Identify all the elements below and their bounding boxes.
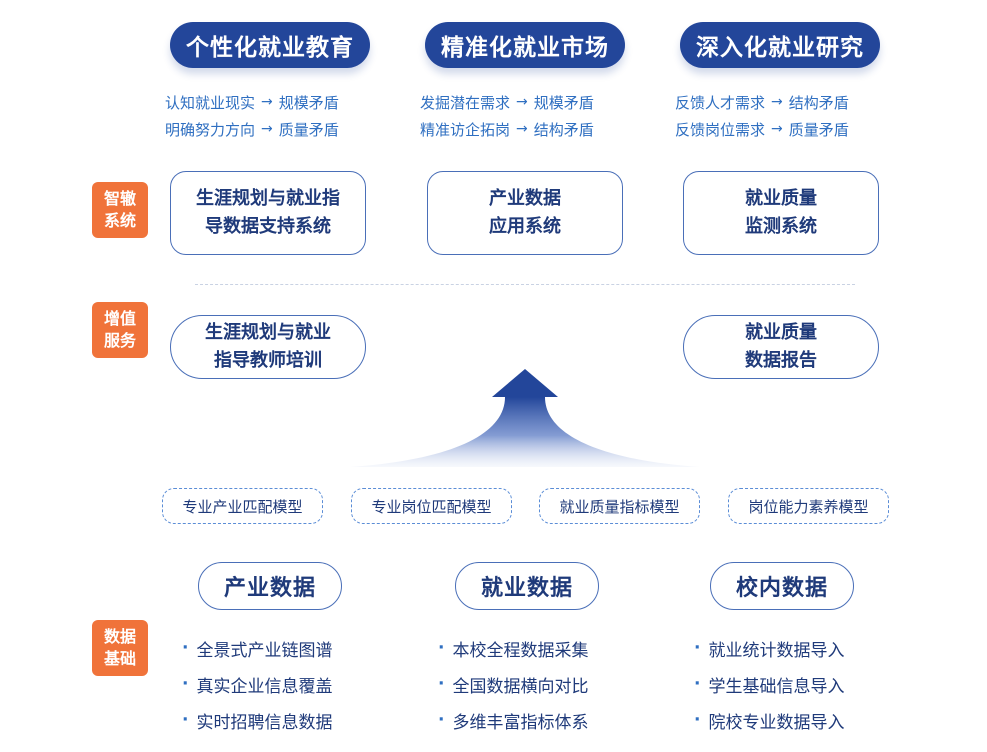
data-list-item: · 学生基础信息导入: [694, 671, 844, 697]
requirement-line: 认知就业现实 → 规模矛盾: [165, 90, 339, 114]
goal-pill-label: 个性化就业教育: [186, 35, 354, 61]
requirement-to: 结构矛盾: [788, 93, 849, 112]
requirement-line: 明确努力方向 → 质量矛盾: [165, 117, 339, 141]
data-list-item: · 全国数据横向对比: [438, 671, 588, 697]
model-box: 专业岗位匹配模型: [351, 488, 512, 524]
bullet-icon: ·: [438, 710, 445, 730]
bullet-icon: ·: [182, 638, 189, 658]
data-pill-industry: 产业数据: [198, 562, 342, 610]
requirement-from: 认知就业现实: [165, 93, 256, 112]
goal-pill-education: 个性化就业教育: [170, 22, 370, 68]
bullet-icon: ·: [182, 710, 189, 730]
data-list-item: · 院校专业数据导入: [694, 707, 844, 733]
requirement-to: 规模矛盾: [533, 93, 594, 112]
right-arrow-icon: →: [516, 94, 528, 110]
requirement-line: 发掘潜在需求 → 规模矛盾: [420, 90, 594, 114]
requirement-from: 发掘潜在需求: [420, 93, 511, 112]
system-box-career: 生涯规划与就业指 导数据支持系统: [170, 171, 366, 255]
requirement-from: 反馈人才需求: [675, 93, 766, 112]
requirement-to: 结构矛盾: [533, 120, 594, 139]
data-list-item: · 本校全程数据采集: [438, 635, 588, 661]
requirement-line: 反馈岗位需求 → 质量矛盾: [675, 117, 849, 141]
model-box: 岗位能力素养模型: [728, 488, 889, 524]
goal-pill-research: 深入化就业研究: [680, 22, 880, 68]
side-tag-service: 增值 服务: [92, 302, 148, 358]
side-tag-data: 数据 基础: [92, 620, 148, 676]
goal-pill-label: 深入化就业研究: [696, 35, 864, 61]
requirement-line: 反馈人才需求 → 结构矛盾: [675, 90, 849, 114]
right-arrow-icon: →: [771, 94, 783, 110]
right-arrow-icon: →: [261, 121, 273, 137]
bullet-icon: ·: [694, 674, 701, 694]
model-box: 专业产业匹配模型: [162, 488, 323, 524]
service-box-training: 生涯规划与就业 指导教师培训: [170, 315, 366, 379]
data-item-label: 就业统计数据导入: [708, 640, 845, 661]
requirement-to: 质量矛盾: [278, 120, 339, 139]
right-arrow-icon: →: [261, 94, 273, 110]
goal-pill-label: 精准化就业市场: [441, 35, 609, 61]
data-list-item: · 真实企业信息覆盖: [182, 671, 332, 697]
requirement-from: 精准访企拓岗: [420, 120, 511, 139]
data-item-label: 院校专业数据导入: [708, 712, 845, 733]
data-list-item: · 全景式产业链图谱: [182, 635, 332, 661]
bullet-icon: ·: [694, 710, 701, 730]
data-list-item: · 实时招聘信息数据: [182, 707, 332, 733]
data-list-item: · 多维丰富指标体系: [438, 707, 588, 733]
data-item-label: 真实企业信息覆盖: [196, 676, 333, 697]
model-box: 就业质量指标模型: [539, 488, 700, 524]
bullet-icon: ·: [694, 638, 701, 658]
requirement-line: 精准访企拓岗 → 结构矛盾: [420, 117, 594, 141]
bullet-icon: ·: [182, 674, 189, 694]
data-item-label: 全景式产业链图谱: [196, 640, 333, 661]
data-pill-campus: 校内数据: [710, 562, 854, 610]
requirement-to: 规模矛盾: [278, 93, 339, 112]
right-arrow-icon: →: [516, 121, 528, 137]
data-item-label: 本校全程数据采集: [452, 640, 589, 661]
data-item-label: 实时招聘信息数据: [196, 712, 333, 733]
right-arrow-icon: →: [771, 121, 783, 137]
upward-arrow-icon: [350, 369, 700, 467]
data-pill-employment: 就业数据: [455, 562, 599, 610]
data-item-label: 学生基础信息导入: [708, 676, 845, 697]
data-item-label: 全国数据横向对比: [452, 676, 589, 697]
data-list-item: · 就业统计数据导入: [694, 635, 844, 661]
bullet-icon: ·: [438, 638, 445, 658]
service-box-report: 就业质量 数据报告: [683, 315, 879, 379]
goal-pill-market: 精准化就业市场: [425, 22, 625, 68]
system-box-industry: 产业数据 应用系统: [427, 171, 623, 255]
side-tag-system: 智辙 系统: [92, 182, 148, 238]
data-item-label: 多维丰富指标体系: [452, 712, 589, 733]
requirement-from: 反馈岗位需求: [675, 120, 766, 139]
bullet-icon: ·: [438, 674, 445, 694]
section-divider: [195, 284, 855, 285]
requirement-from: 明确努力方向: [165, 120, 256, 139]
system-box-quality: 就业质量 监测系统: [683, 171, 879, 255]
requirement-to: 质量矛盾: [788, 120, 849, 139]
